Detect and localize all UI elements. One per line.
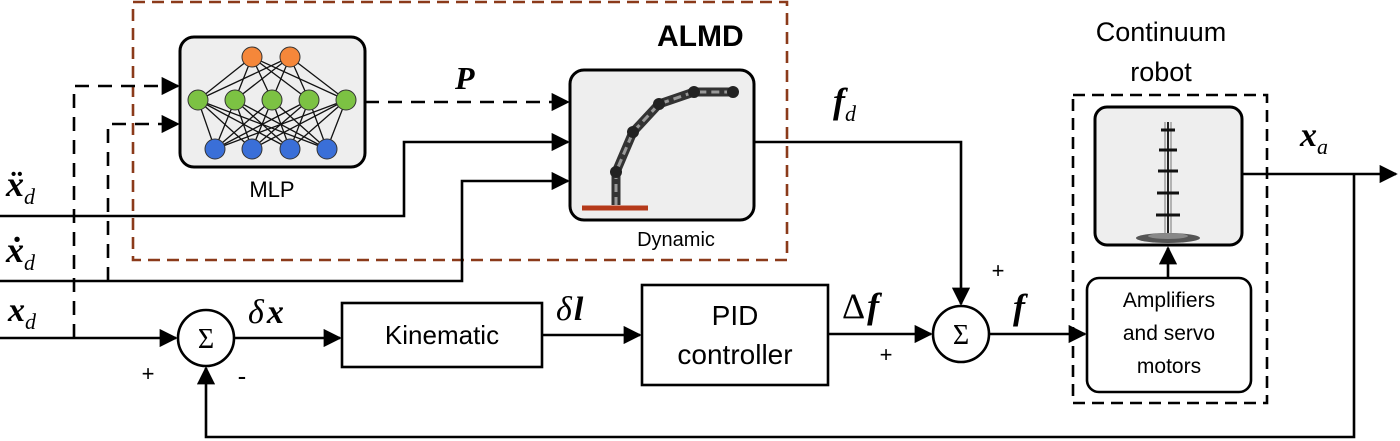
right-sigma-symbol: Σ [953,320,969,351]
mlp-input-neuron [279,138,301,160]
kinematic-block [340,301,544,369]
pid-label-line2: controller [677,339,792,370]
mlp-network-graphic [187,46,357,160]
mlp-block [178,35,367,169]
right-junction-plus-top: + [992,258,1005,283]
continuum-robot-label-line1: Continuum [1096,17,1227,47]
signal-delta-x: δx [248,294,284,331]
pid-label-line1: PID [712,300,759,331]
left-sigma-symbol: Σ [198,324,214,355]
signal-wires [0,76,1398,439]
amplifiers-label-line2: and servo [1123,322,1215,345]
mlp-hidden-neuron [224,89,246,111]
left-junction-minus-sign: - [238,361,247,391]
mlp-input-neuron [241,138,263,160]
almd-group-border [131,0,789,262]
mlp-hidden-neuron [335,89,357,111]
dynamic-label: Dynamic [637,229,715,251]
almd-label: ALMD [657,20,744,53]
dynamic-block [568,68,756,222]
mlp-input-neuron [316,138,338,160]
kinematic-label: Kinematic [385,320,499,350]
mlp-hidden-neuron [261,89,283,111]
amplifiers-label-line3: motors [1137,355,1201,378]
left-junction-plus-sign: + [142,361,155,386]
continuum-robot-group-border [1071,93,1269,405]
signal-xa: xa [1299,117,1328,159]
left-summing-junction: Σ [176,308,236,368]
pid-controller-block [640,283,830,387]
signal-fd: fd [833,81,857,126]
mlp-input-neuron [204,138,226,160]
right-junction-plus-left: + [880,342,893,367]
mlp-label: MLP [249,177,294,202]
signal-xdot-d: ẋd [5,230,36,275]
mlp-output-neuron [241,46,263,68]
amplifiers-label-line1: Amplifiers [1123,289,1215,312]
continuum-robot-image [1093,105,1244,247]
robot-arm-icon [582,86,739,211]
signal-xddot-d: ẍd [5,164,36,209]
right-summing-junction: Σ [931,304,991,364]
signal-delta-f: Δf [842,286,882,326]
signal-P: P [454,60,475,96]
signal-f: f [1013,287,1028,327]
mlp-output-neuron [279,46,301,68]
signal-delta-l: δl [556,291,584,328]
mlp-hidden-neuron [298,89,320,111]
continuum-robot-label-line2: robot [1130,57,1192,87]
signal-x-d: xd [7,292,37,334]
mlp-hidden-neuron [187,89,209,111]
